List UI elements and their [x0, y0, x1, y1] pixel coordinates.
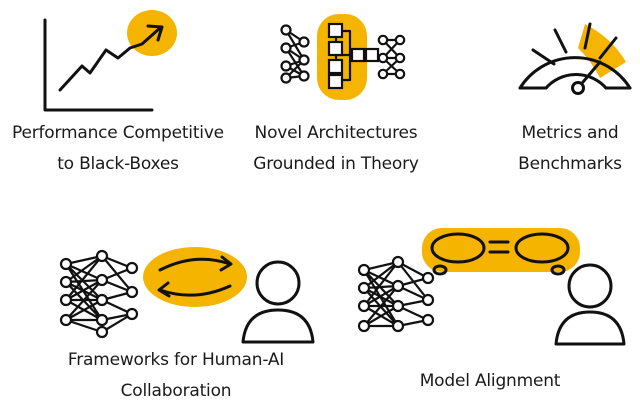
person-icon — [554, 263, 626, 346]
trend-line — [58, 26, 162, 92]
gauge-segments — [531, 22, 618, 66]
human-ai-collaboration-icon — [59, 247, 315, 344]
right-neural-network — [377, 34, 406, 80]
left-neural-network — [280, 24, 310, 84]
alignment-label-line-1: Model Alignment — [419, 371, 561, 391]
gauge-pivot — [571, 81, 585, 95]
architectures-label-line-2: Grounded in Theory — [253, 154, 419, 174]
architecture-blocks — [327, 22, 380, 90]
trend-arrowhead — [146, 24, 164, 42]
performance-label: Performance Competitive to Black-Boxes — [0, 118, 236, 180]
architectures-label: Novel Architectures Grounded in Theory — [240, 118, 432, 180]
gauge-inner-arc — [544, 73, 608, 90]
highlight-blob — [127, 10, 177, 56]
alignment-label: Model Alignment — [400, 366, 580, 397]
model-alignment-icon — [357, 228, 626, 346]
metrics-label-line-2: Benchmarks — [518, 154, 622, 174]
performance-chart-icon — [43, 10, 177, 112]
metrics-label-line-1: Metrics and — [521, 123, 619, 143]
collaboration-label: Frameworks for Human-AI Collaboration — [56, 345, 296, 407]
collaboration-label-line-1: Frameworks for Human-AI — [67, 350, 285, 370]
chart-axes — [43, 18, 154, 112]
collaboration-label-line-2: Collaboration — [120, 381, 232, 401]
gauge-needle — [581, 60, 602, 84]
performance-label-line-2: to Black-Boxes — [57, 154, 179, 174]
neural-network-icon — [357, 255, 435, 333]
gauge-icon — [518, 22, 632, 95]
person-icon — [241, 260, 315, 344]
performance-label-line-1: Performance Competitive — [12, 123, 224, 143]
thought-bubble-icon — [430, 232, 570, 276]
gauge-outer-arc — [518, 56, 632, 90]
highlight-blob — [143, 247, 247, 307]
metrics-label: Metrics and Benchmarks — [500, 118, 640, 180]
exchange-arrows-icon — [157, 255, 233, 298]
neural-network-icon — [59, 249, 139, 339]
architectures-label-line-1: Novel Architectures — [254, 123, 418, 143]
highlight-blob — [578, 24, 626, 78]
architecture-icon — [280, 14, 406, 100]
